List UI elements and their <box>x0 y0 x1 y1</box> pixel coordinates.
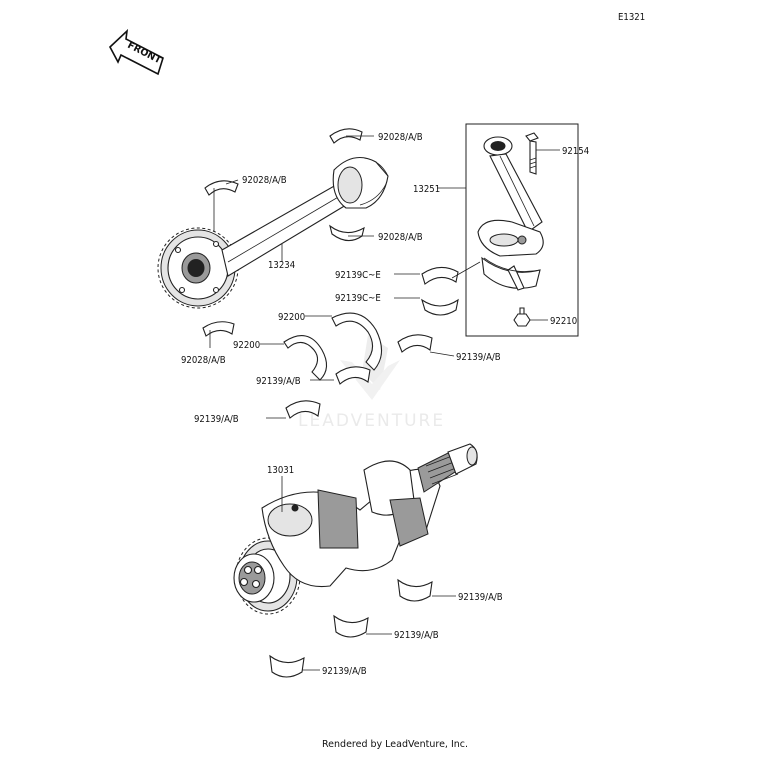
label-92139-main-6: 92139/A/B <box>322 666 367 677</box>
label-92139-main-2: 92139/A/B <box>256 376 301 387</box>
main-bearing-5[interactable] <box>333 614 369 638</box>
connecting-rod[interactable] <box>477 136 544 257</box>
rod-bearing-upper[interactable] <box>421 266 459 285</box>
watermark-text: LEADVENTURE <box>298 411 445 431</box>
main-bearing-4[interactable] <box>397 578 433 602</box>
rod-bearing-lower[interactable] <box>421 298 459 316</box>
main-bearing-1[interactable] <box>397 334 433 353</box>
main-bearing-3[interactable] <box>285 400 321 419</box>
footer-credit: Rendered by LeadVenture, Inc. <box>322 739 468 750</box>
label-92028-right: 92028/A/B <box>378 232 423 243</box>
label-92139c-e-lower: 92139C~E <box>335 293 381 304</box>
thrust-washer-upper[interactable] <box>331 312 383 371</box>
bearing-shell-lower[interactable] <box>202 321 235 337</box>
bearing-shell-right[interactable] <box>329 224 365 242</box>
crankshaft[interactable] <box>233 443 478 615</box>
label-92154: 92154 <box>562 146 589 157</box>
label-92139-main-5: 92139/A/B <box>394 630 439 641</box>
label-92139-main-1: 92139/A/B <box>456 352 501 363</box>
main-bearing-2[interactable] <box>335 366 371 385</box>
label-13031: 13031 <box>267 465 294 476</box>
label-92139c-e-upper: 92139C~E <box>335 270 381 281</box>
label-92028-top: 92028/A/B <box>378 132 423 143</box>
connecting-rod-box <box>465 123 579 337</box>
rod-cap[interactable] <box>481 256 541 291</box>
label-92139-main-3: 92139/A/B <box>194 414 239 425</box>
label-92028-left: 92028/A/B <box>242 175 287 186</box>
rod-bolt[interactable] <box>525 132 539 175</box>
label-92028-lower: 92028/A/B <box>181 355 226 366</box>
diagram-code: E1321 <box>618 12 645 23</box>
main-bearing-6[interactable] <box>269 654 305 678</box>
label-13234: 13234 <box>268 260 295 271</box>
bearing-shell-left[interactable] <box>204 180 239 196</box>
label-92200-upper: 92200 <box>278 312 305 323</box>
rod-nut[interactable] <box>513 307 531 327</box>
label-92210: 92210 <box>550 316 577 327</box>
label-13251: 13251 <box>413 184 440 195</box>
label-92200-lower: 92200 <box>233 340 260 351</box>
thrust-washer-lower[interactable] <box>283 335 328 381</box>
label-92139-main-4: 92139/A/B <box>458 592 503 603</box>
front-arrow-icon: FRONT <box>109 28 164 76</box>
balancer-shaft[interactable] <box>157 156 389 309</box>
